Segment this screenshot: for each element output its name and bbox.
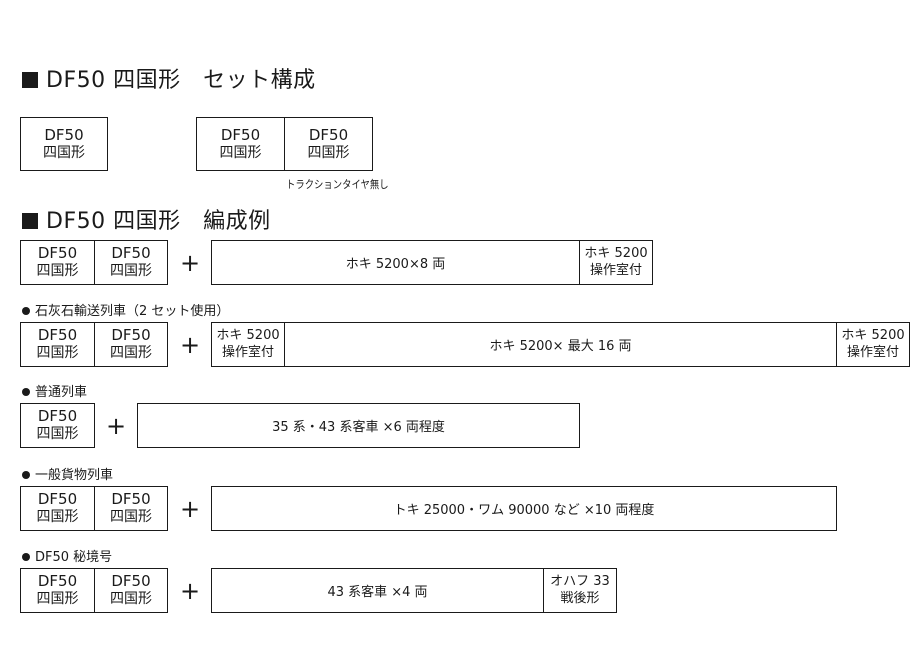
f3-coaches: 35 系・43 系客車 ×6 両程度 — [137, 403, 580, 448]
formation-heading: DF50 四国形 編成例 — [22, 203, 271, 235]
f4-freight-wagons: トキ 25000・ワム 90000 など ×10 両程度 — [211, 486, 837, 531]
bullet-icon — [22, 388, 30, 396]
f5-label: DF50 秘境号 — [22, 546, 112, 565]
bullet-icon — [22, 471, 30, 479]
plus-icon: + — [179, 577, 201, 605]
bullet-icon — [22, 307, 30, 315]
set-heading: DF50 四国形 セット構成 — [22, 62, 316, 94]
plus-icon: + — [179, 495, 201, 523]
f5-coaches: 43 系客車 ×4 両 — [211, 568, 544, 613]
square-bullet-icon — [22, 72, 38, 88]
f2-hoki-wagons: ホキ 5200× 最大 16 両 — [284, 322, 837, 367]
f2-label: 石灰石輸送列車（2 セット使用） — [22, 300, 229, 319]
plus-icon: + — [179, 331, 201, 359]
f1-hoki-wagons: ホキ 5200×8 両 — [211, 240, 580, 285]
plus-icon: + — [179, 249, 201, 277]
plus-icon: + — [105, 412, 127, 440]
f3-label: 普通列車 — [22, 381, 87, 400]
f4-label: 一般貨物列車 — [22, 464, 113, 483]
square-bullet-icon — [22, 213, 38, 229]
bullet-icon — [22, 553, 30, 561]
traction-tire-note: トラクションタイヤ無し — [286, 178, 389, 191]
